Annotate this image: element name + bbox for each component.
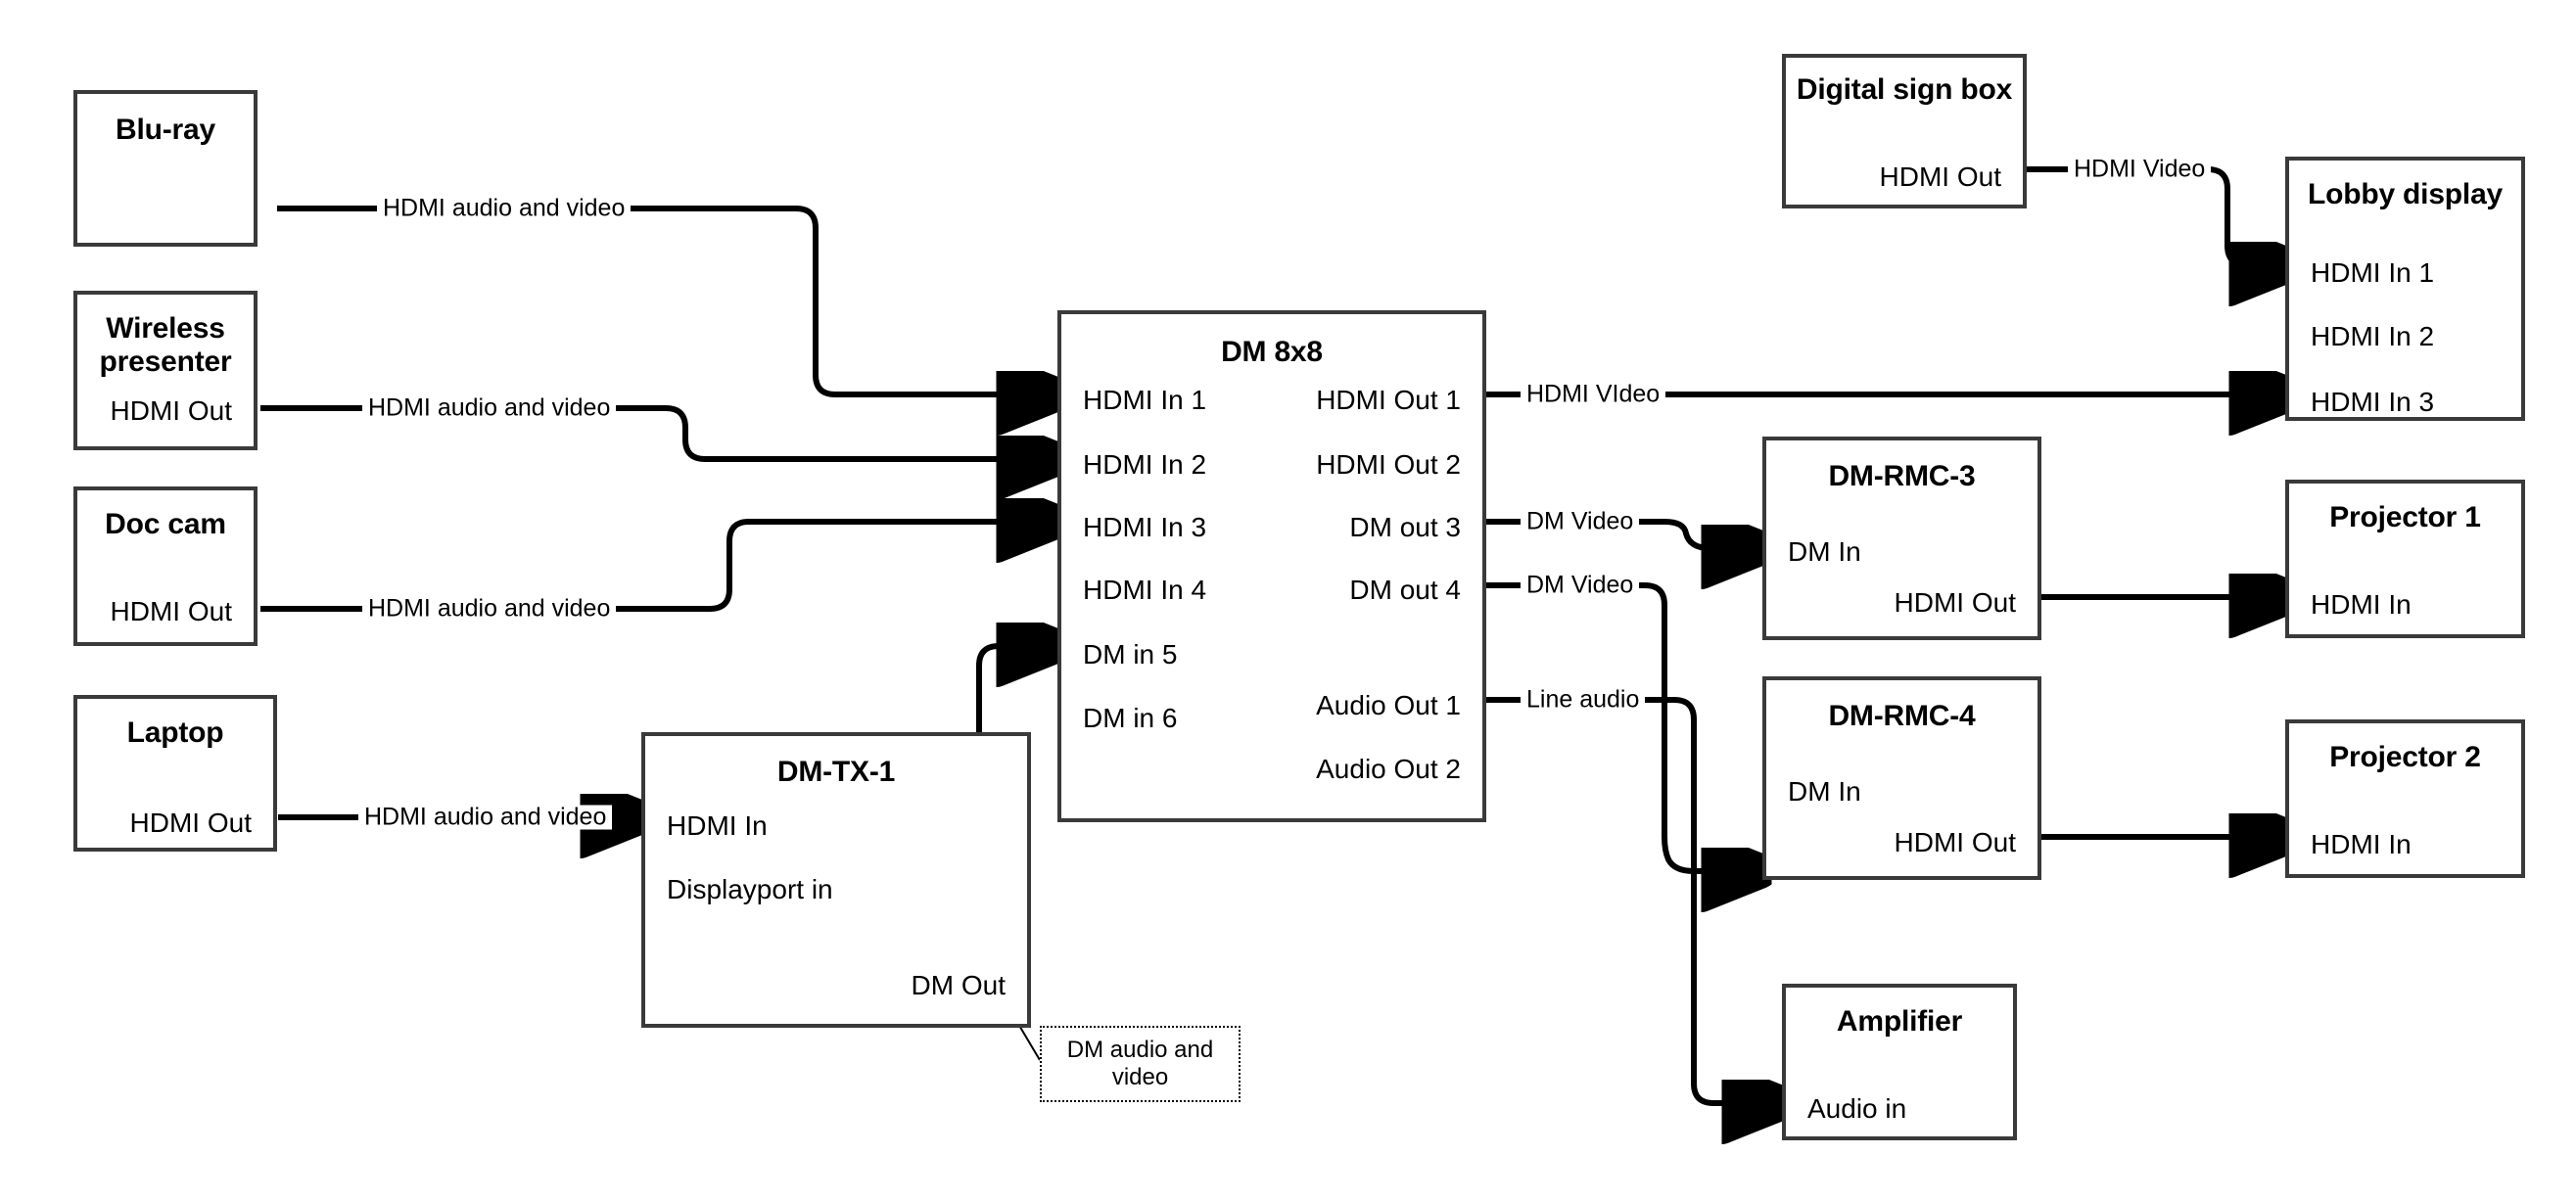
node-digital-sign-box[interactable]: Digital sign box HDMI Out [1782,54,2027,208]
port-projector2-hdmi-in[interactable]: HDMI In [2311,829,2412,859]
node-title: Doc cam [105,508,226,540]
edge-label-wireless-to-dm: HDMI audio and video [362,395,617,421]
edge-label-hdmiout1-to-lobby: HDMI VIdeo [1521,382,1666,407]
node-title: Wireless presenter [99,312,232,378]
port-dmrmc3-hdmi-out[interactable]: HDMI Out [1894,587,2016,618]
node-amplifier[interactable]: Amplifier Audio in [1782,984,2017,1140]
node-laptop[interactable]: Laptop HDMI Out [73,695,277,852]
port-amplifier-audio-in[interactable]: Audio in [1807,1093,1907,1124]
node-lobby-display[interactable]: Lobby display HDMI In 1 HDMI In 2 HDMI I… [2285,157,2525,421]
port-dm8x8-dm-in-6[interactable]: DM in 6 [1083,703,1178,733]
wire-audioout1-to-amplifier [1486,697,1778,1103]
node-wireless-presenter[interactable]: Wireless presenter HDMI Out [73,291,258,450]
port-dm8x8-hdmi-in-3[interactable]: HDMI In 3 [1083,512,1207,542]
port-dm8x8-hdmi-out-2[interactable]: HDMI Out 2 [1316,449,1461,480]
port-dm8x8-audio-out-2[interactable]: Audio Out 2 [1316,754,1461,784]
edge-label-bluray-to-dm: HDMI audio and video [377,196,632,221]
wire-digitalsign-to-lobby [2027,166,2285,265]
edge-label-dmout3-to-rmc3: DM Video [1521,509,1640,534]
port-projector1-hdmi-in[interactable]: HDMI In [2311,589,2412,620]
port-dm8x8-dm-out-3[interactable]: DM out 3 [1349,512,1461,542]
node-title: Projector 2 [2329,741,2481,773]
node-title: DM 8x8 [1221,336,1323,368]
node-title: DM-RMC-4 [1828,700,1976,732]
wire-wireless-to-dm8x8 [260,405,1053,459]
node-projector-1[interactable]: Projector 1 HDMI In [2285,480,2525,638]
port-lobby-hdmi-in-2[interactable]: HDMI In 2 [2311,321,2435,351]
port-lobby-hdmi-in-1[interactable]: HDMI In 1 [2311,257,2435,288]
node-dm-8x8[interactable]: DM 8x8 HDMI In 1 HDMI In 2 HDMI In 3 HDM… [1057,310,1486,822]
callout-dm-audio-and-video: DM audio and video [1040,1026,1241,1102]
node-dm-rmc-4[interactable]: DM-RMC-4 DM In HDMI Out [1762,676,2041,880]
edge-label-doccam-to-dm: HDMI audio and video [362,596,617,622]
port-dmtx1-hdmi-in[interactable]: HDMI In [667,810,768,841]
edge-label-audioout1-to-amp: Line audio [1521,687,1646,713]
port-lobby-hdmi-in-3[interactable]: HDMI In 3 [2311,387,2435,417]
node-title: Digital sign box [1796,73,2013,106]
port-dm8x8-hdmi-out-1[interactable]: HDMI Out 1 [1316,385,1461,415]
port-dm8x8-dm-in-5[interactable]: DM in 5 [1083,639,1178,670]
port-wireless-hdmi-out[interactable]: HDMI Out [110,395,232,426]
node-doc-cam[interactable]: Doc cam HDMI Out [73,486,258,646]
edge-label-dmout4-to-rmc4: DM Video [1521,573,1640,598]
port-dm8x8-hdmi-in-1[interactable]: HDMI In 1 [1083,385,1207,415]
port-laptop-hdmi-out[interactable]: HDMI Out [129,808,252,838]
wire-doccam-to-dm8x8 [260,522,1053,612]
node-bluray[interactable]: Blu-ray HDMI Out [73,90,258,317]
wire-bluray-to-dm8x8 [277,206,1053,394]
wire-dmout3-to-dmrmc3 [1486,519,1757,548]
port-dmrmc4-dm-in[interactable]: DM In [1788,776,1861,807]
edge-label-sign-to-lobby: HDMI Video [2068,157,2212,182]
node-title: Amplifier [1836,1005,1963,1038]
node-dm-tx-1[interactable]: DM-TX-1 HDMI In Displayport in DM Out [641,732,1031,1028]
node-projector-2[interactable]: Projector 2 HDMI In [2285,719,2525,878]
node-title: Blu-ray [116,114,215,146]
port-dmrmc4-hdmi-out[interactable]: HDMI Out [1894,827,2016,857]
port-dmtx1-dm-out[interactable]: DM Out [911,970,1006,1000]
port-dm8x8-dm-out-4[interactable]: DM out 4 [1349,575,1461,605]
port-dmtx1-displayport-in[interactable]: Displayport in [667,874,833,904]
port-dm8x8-audio-out-1[interactable]: Audio Out 1 [1316,690,1461,720]
port-dm8x8-hdmi-in-2[interactable]: HDMI In 2 [1083,449,1207,480]
port-digitalsign-hdmi-out[interactable]: HDMI Out [1879,162,2001,192]
node-title: Laptop [126,716,224,749]
node-title: Projector 1 [2329,501,2481,533]
edge-label-laptop-to-tx: HDMI audio and video [358,805,613,830]
port-dmrmc3-dm-in[interactable]: DM In [1788,536,1861,567]
wire-dmout4-to-dmrmc4 [1486,582,1757,871]
node-title: DM-TX-1 [776,756,896,788]
port-dm8x8-hdmi-in-4[interactable]: HDMI In 4 [1083,575,1207,605]
callout-text: DM audio and video [1066,1036,1214,1090]
port-doccam-hdmi-out[interactable]: HDMI Out [110,596,232,626]
node-dm-rmc-3[interactable]: DM-RMC-3 DM In HDMI Out [1762,437,2041,640]
node-title: Lobby display [2307,178,2504,210]
node-title: DM-RMC-3 [1828,460,1976,492]
